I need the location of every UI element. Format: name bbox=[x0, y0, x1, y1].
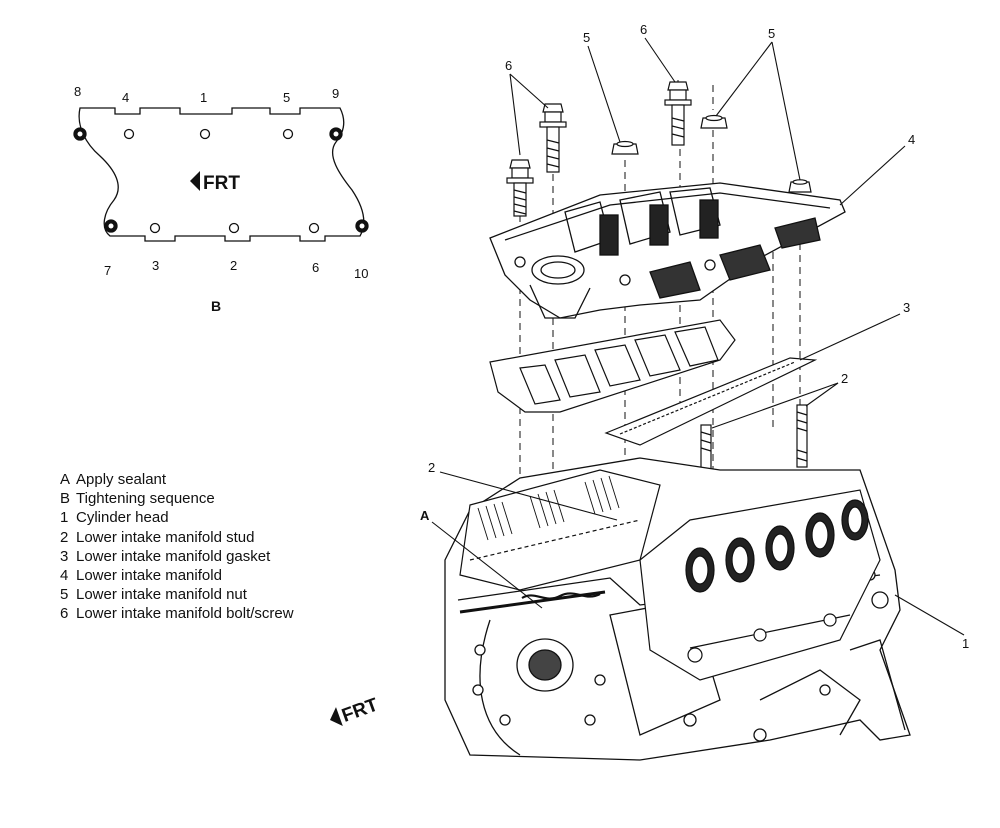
legend-key: 6 bbox=[60, 605, 69, 623]
inset-label: B bbox=[211, 298, 221, 314]
cylinder-head-left-bank bbox=[459, 469, 661, 591]
legend: A Apply sealant B Tightening sequence 1 Cyl… bbox=[60, 470, 294, 624]
bolt-hole-3 bbox=[149, 222, 161, 234]
callout-stud-left: 2 bbox=[428, 460, 435, 475]
cylinder-head-valvetrain bbox=[639, 489, 881, 681]
leader-lines bbox=[431, 37, 965, 636]
legend-text: Tightening sequence bbox=[76, 490, 215, 508]
tightening-sequence-inset bbox=[73, 107, 369, 242]
legend-row-3: 3 Lower intake manifold gasket bbox=[60, 547, 294, 566]
legend-row-5: 5 Lower intake manifold nut bbox=[60, 585, 294, 604]
legend-text: Lower intake manifold stud bbox=[76, 528, 255, 546]
callout-gasket: 3 bbox=[903, 300, 910, 315]
legend-row-4: 4 Lower intake manifold bbox=[60, 566, 294, 585]
main-front-label: FRT bbox=[339, 694, 381, 727]
main-front-arrow-icon bbox=[330, 707, 343, 726]
lower-intake-gasket-left bbox=[489, 319, 736, 413]
inset-sequence-numbers: 8 4 1 5 9 7 3 2 6 10 bbox=[74, 84, 368, 281]
front-arrow-icon bbox=[190, 171, 200, 191]
seq-5: 5 bbox=[283, 90, 290, 105]
main-front-marker: FRT bbox=[330, 694, 381, 727]
callout-head: 1 bbox=[962, 636, 969, 651]
legend-row-6: 6 Lower intake manifold bolt/screw bbox=[60, 604, 294, 623]
manifold-outline bbox=[78, 107, 365, 242]
bolt-hole-1 bbox=[199, 128, 211, 140]
callout-manifold: 4 bbox=[908, 132, 915, 147]
legend-key: A bbox=[60, 471, 71, 488]
callout-nut-right: 5 bbox=[768, 26, 775, 41]
seq-9: 9 bbox=[332, 86, 339, 101]
callout-numbers: 6 6 5 5 4 3 2 2 A 1 bbox=[420, 22, 969, 651]
seq-6: 6 bbox=[312, 260, 319, 275]
legend-key: 4 bbox=[60, 567, 69, 585]
bolt-hole-2 bbox=[228, 222, 240, 234]
lower-intake-manifold bbox=[489, 182, 846, 319]
callout-bolt-left: 6 bbox=[505, 58, 512, 73]
bolt-hole-5 bbox=[282, 128, 294, 140]
legend-row-b: B Tightening sequence bbox=[60, 489, 294, 508]
legend-key: 5 bbox=[60, 586, 69, 604]
bolt-left bbox=[506, 159, 534, 217]
callout-stud-right: 2 bbox=[841, 371, 848, 386]
nut-mid bbox=[611, 140, 639, 155]
callout-nut-top: 5 bbox=[583, 30, 590, 45]
legend-text: Cylinder head bbox=[76, 509, 169, 527]
legend-text: Lower intake manifold nut bbox=[76, 586, 247, 604]
stud-right-b bbox=[796, 404, 808, 468]
seq-4: 4 bbox=[122, 90, 129, 105]
seq-1: 1 bbox=[200, 90, 207, 105]
legend-row-2: 2 Lower intake manifold stud bbox=[60, 528, 294, 547]
legend-text: Apply sealant bbox=[76, 471, 167, 488]
legend-text: Lower intake manifold gasket bbox=[76, 547, 271, 565]
bolt-hole-6 bbox=[308, 222, 320, 234]
callout-bolt-top: 6 bbox=[640, 22, 647, 37]
legend-key: 2 bbox=[60, 528, 69, 546]
legend-text: Lower intake manifold bbox=[76, 567, 222, 585]
sealant-bead bbox=[521, 592, 601, 600]
inset-front-label: FRT bbox=[203, 173, 240, 194]
seq-8: 8 bbox=[74, 84, 81, 99]
seq-10: 10 bbox=[354, 266, 368, 281]
bolt-top bbox=[664, 81, 692, 146]
callout-sealant: A bbox=[420, 508, 430, 523]
legend-key: B bbox=[60, 490, 71, 508]
seq-3: 3 bbox=[152, 258, 159, 273]
legend-key: 3 bbox=[60, 547, 69, 565]
legend-row-1: 1 Cylinder head bbox=[60, 508, 294, 527]
bolt-mid-left bbox=[539, 103, 567, 173]
seq-7: 7 bbox=[104, 263, 111, 278]
lower-intake-gasket-right bbox=[604, 357, 818, 446]
nut-right-top bbox=[700, 114, 728, 129]
nut-far-right bbox=[788, 179, 812, 193]
bolt-hole-4 bbox=[123, 128, 135, 140]
legend-row-a: A Apply sealant bbox=[60, 470, 294, 489]
legend-key: 1 bbox=[60, 509, 69, 527]
legend-text: Lower intake manifold bolt/screw bbox=[76, 605, 294, 623]
seq-2: 2 bbox=[230, 258, 237, 273]
